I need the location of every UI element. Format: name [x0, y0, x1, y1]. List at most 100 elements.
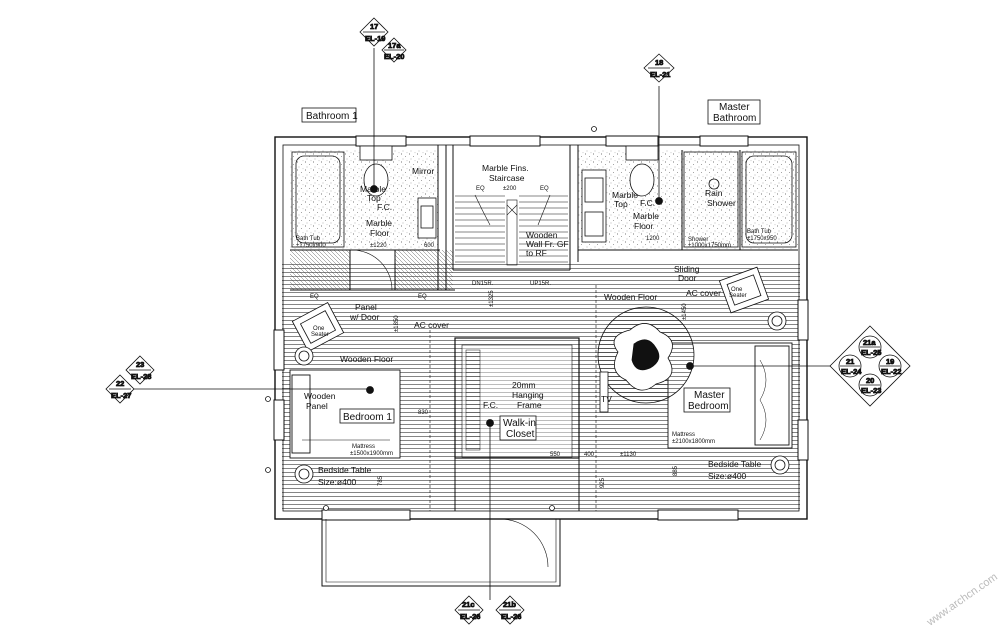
ann-one-seater-r2: Seater: [729, 293, 747, 299]
svg-text:21c: 21c: [462, 600, 475, 609]
marker-17a: 17a EL-20: [381, 37, 407, 63]
ann-wooden-panel-l2: Panel: [306, 401, 328, 411]
shower-right: [683, 151, 739, 248]
staircase: [455, 194, 568, 266]
ann-dim-885: 885: [673, 465, 679, 476]
ann-bedside-l1: Bedside Table: [318, 465, 372, 475]
svg-text:21b: 21b: [503, 600, 516, 609]
ann-dim-1200: 1200: [646, 236, 660, 242]
ann-ac-cover-r: AC cover: [686, 288, 721, 298]
ann-wooden-wall-l3: to RF: [526, 248, 547, 258]
ann-wooden-panel-l1: Wooden: [304, 391, 336, 401]
section-markers: 17 EL-19 17a EL-20 18 EL-21 23 EL-28 22 …: [105, 17, 911, 625]
ann-dim-1220: ±1220: [370, 243, 387, 249]
ann-one-seater-r1: One: [731, 287, 743, 293]
room-label-bathroom-1: Bathroom 1: [306, 111, 358, 122]
ann-eq2: EQ: [540, 186, 549, 192]
ann-panel-l1: Panel: [355, 302, 377, 312]
ann-frame-l3: Frame: [517, 400, 542, 410]
marker-23: 23 EL-28: [125, 355, 155, 385]
ann-tv: TV: [601, 394, 612, 404]
ann-dn: DN15R.: [472, 281, 494, 287]
ann-dim-400: 400: [584, 452, 595, 458]
vanity-left: [417, 197, 437, 239]
svg-text:EL-19: EL-19: [365, 34, 385, 43]
ann-fc-r: F.C.: [640, 198, 655, 208]
room-label-master-bathroom: Master: [719, 102, 750, 113]
svg-text:EL-25: EL-25: [861, 348, 881, 357]
ann-bedside-r2: Size:ø400: [708, 471, 747, 481]
ann-marble-floor-r1: Marble: [633, 211, 659, 221]
ann-frame-l1: 20mm: [512, 380, 536, 390]
watermark: www.archcn.com: [924, 571, 1000, 629]
room-label-master-bathroom-2: Bathroom: [713, 113, 756, 124]
ann-dim-1850: ±1850: [394, 315, 400, 332]
ann-panel-l2: w/ Door: [349, 312, 379, 322]
ann-tub-right: Bath Tub: [747, 229, 772, 235]
ann-rain-l2: Shower: [707, 198, 736, 208]
ann-bedside-l2: Size:ø400: [318, 477, 357, 487]
svg-text:EL-27: EL-27: [111, 391, 131, 400]
interior-walls: [290, 145, 798, 511]
closet-shelves: [465, 349, 481, 451]
ann-dim-830: 830: [418, 410, 429, 416]
bathtub-right: [741, 151, 797, 248]
svg-text:19: 19: [886, 357, 894, 366]
ann-sliding-l2: Door: [678, 273, 697, 283]
svg-text:EL-28: EL-28: [131, 372, 151, 381]
ann-mattress-l: Mattress: [352, 444, 375, 450]
ann-wooden-floor-l: Wooden Floor: [340, 354, 393, 364]
toilet-right: [625, 145, 659, 197]
ann-marble-top-r1: Marble: [612, 190, 638, 200]
bathroom-floors: [290, 150, 798, 290]
door-swing-bath1: [351, 249, 393, 291]
ann-ac-cover-l: AC cover: [414, 320, 449, 330]
ann-marble-top-r2: Top: [614, 199, 628, 209]
ann-eq1: EQ: [476, 186, 485, 192]
svg-text:21a: 21a: [863, 338, 876, 347]
svg-text:EL-22: EL-22: [881, 367, 901, 376]
ann-one-seater-l2: Seater: [311, 332, 329, 338]
ann-mattress-l-size: ±1500x1900mm: [350, 451, 393, 457]
svg-text:20: 20: [866, 376, 874, 385]
ann-frame-l2: Hanging: [512, 390, 544, 400]
armchairs: [291, 266, 770, 352]
svg-text:22: 22: [116, 379, 124, 388]
bathtub-left: [291, 151, 345, 248]
walk-in-closet-floor: [462, 345, 572, 457]
exterior-walls: [273, 135, 809, 521]
ann-dim-785: 785: [378, 475, 384, 486]
ann-tub-left-size: ±1750x900: [296, 243, 326, 249]
room-label-bedroom-1: Bedroom 1: [343, 412, 392, 423]
svg-text:17a: 17a: [388, 41, 401, 50]
ann-dim-1325: ±1325: [489, 290, 495, 307]
tv-unit: [599, 371, 609, 413]
ann-shower-size: ±1000x1750mm: [688, 243, 731, 249]
ann-eq3: EQ: [310, 294, 319, 300]
ann-shower: Shower: [688, 237, 708, 243]
ann-staircase-l2: Staircase: [489, 173, 525, 183]
ann-mattress-r: Mattress: [672, 432, 695, 438]
annotations: Mirror Marble Top F.C. Marble Floor Bath…: [296, 163, 777, 488]
vanity-right: [581, 169, 607, 243]
svg-text:EL-20: EL-20: [384, 52, 404, 61]
ann-wooden-floor-r: Wooden Floor: [604, 292, 657, 302]
svg-text:18: 18: [655, 58, 663, 67]
ann-tub-right-size: ±1750x950: [747, 236, 777, 242]
ann-dim-925: 925: [600, 477, 606, 488]
ann-fc-wic: F.C.: [483, 400, 498, 410]
marker-22: 22 EL-27: [105, 374, 135, 404]
room-label-walk-in: Walk-in: [503, 418, 536, 429]
svg-text:17: 17: [370, 22, 378, 31]
svg-text:EL-26: EL-26: [460, 612, 480, 621]
ann-dim-1450: ±1450: [682, 303, 688, 320]
ann-marble-floor-l2: Floor: [370, 228, 390, 238]
ann-marble-floor-r2: Floor: [634, 221, 654, 231]
marker-17: 17 EL-19: [359, 17, 389, 47]
room-label-closet: Closet: [506, 429, 535, 440]
room-label-master-bedroom: Master: [694, 390, 725, 401]
room-label-master-bedroom-2: Bedroom: [688, 401, 729, 412]
marker-21b: 21b EL-26: [495, 595, 525, 625]
diamond-section-marker: 21a EL-25 21 EL-24 19 EL-22 20 EL-23: [829, 325, 911, 407]
ann-marble-top-l2: Top: [367, 193, 381, 203]
